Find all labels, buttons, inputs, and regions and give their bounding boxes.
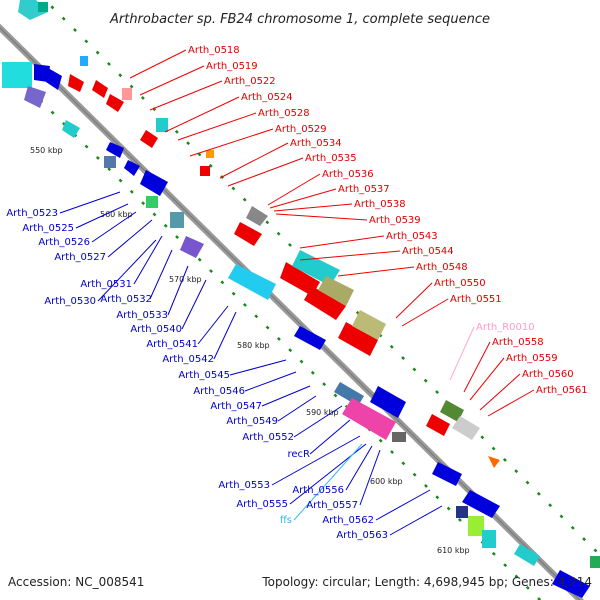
- gene-label: Arth_0548: [416, 262, 468, 273]
- gene-label: Arth_0543: [386, 231, 438, 242]
- gene-label: Arth_0530: [44, 296, 96, 307]
- leader-lines-right: [129, 49, 535, 417]
- gene-labels-right: Arth_0518 Arth_0519 Arth_0522 Arth_0524 …: [188, 45, 588, 396]
- gene-label: Arth_0539: [369, 215, 421, 226]
- gene-label: Arth_0534: [290, 138, 342, 149]
- kbp-label: 560 kbp: [100, 210, 133, 219]
- gene-label: Arth_0549: [226, 416, 278, 427]
- gene-label: Arth_0533: [116, 310, 168, 321]
- gene-label: Arth_0527: [54, 252, 106, 263]
- gene-label: Arth_0535: [305, 153, 357, 164]
- gene-label: Arth_0531: [80, 279, 132, 290]
- gene-label: ffs: [280, 515, 292, 526]
- gene-label: Arth_0545: [178, 370, 230, 381]
- gene-label: Arth_0560: [522, 369, 574, 380]
- gene-label: Arth_0550: [434, 278, 486, 289]
- gene-label: Arth_0542: [162, 354, 214, 365]
- gene-label: Arth_0551: [450, 294, 502, 305]
- gene-label: Arth_0559: [506, 353, 558, 364]
- gene-label: Arth_0532: [100, 294, 152, 305]
- gene-labels-left: Arth_0523 Arth_0525 Arth_0526 Arth_0527 …: [6, 208, 388, 541]
- gene-label: Arth_0562: [322, 515, 374, 526]
- gene-label: Arth_0555: [236, 499, 288, 510]
- kbp-label: 550 kbp: [30, 146, 63, 155]
- gene-label: Arth_0561: [536, 385, 588, 396]
- gene-label: Arth_0538: [354, 199, 406, 210]
- gene-label: Arth_0537: [338, 184, 390, 195]
- kbp-label: 570 kbp: [169, 275, 202, 284]
- kbp-label: 590 kbp: [306, 408, 339, 417]
- gene-label: Arth_0519: [206, 61, 258, 72]
- chromosome-backbone-edge: [0, 27, 581, 600]
- chromosome-backbone: [0, 23, 585, 600]
- gene-label: Arth_0523: [6, 208, 58, 219]
- gene-label: recR: [288, 449, 311, 460]
- gene-label: Arth_R0010: [476, 322, 535, 333]
- gene-label: Arth_0556: [292, 485, 344, 496]
- kbp-scale: 550 kbp 560 kbp 570 kbp 580 kbp 590 kbp …: [30, 146, 470, 555]
- gene-label: Arth_0552: [242, 432, 294, 443]
- gene-label: Arth_0526: [38, 237, 90, 248]
- gene-label: Arth_0524: [241, 92, 293, 103]
- gene-label: Arth_0541: [146, 339, 198, 350]
- topology-text: Topology: circular; Length: 4,698,945 bp…: [261, 575, 592, 589]
- kbp-label: 600 kbp: [370, 477, 403, 486]
- gene-label: Arth_0547: [210, 401, 262, 412]
- gene-label: Arth_0536: [322, 169, 374, 180]
- gene-label: Arth_0529: [275, 124, 327, 135]
- gene-label: Arth_0546: [193, 386, 245, 397]
- kbp-label: 580 kbp: [237, 341, 270, 350]
- gene-label: Arth_0558: [492, 337, 544, 348]
- map-title: Arthrobacter sp. FB24 chromosome 1, comp…: [109, 12, 490, 27]
- gene-label: Arth_0528: [258, 108, 310, 119]
- gene-label: Arth_0518: [188, 45, 240, 56]
- kbp-label: 610 kbp: [437, 546, 470, 555]
- gene-label: Arth_0525: [22, 223, 74, 234]
- gene-label: Arth_0557: [306, 500, 358, 511]
- gene-label: Arth_0540: [130, 324, 182, 335]
- gene-label: Arth_0544: [402, 246, 454, 257]
- gene-label: Arth_0563: [336, 530, 388, 541]
- gene-label: Arth_0522: [224, 76, 276, 87]
- gene-label: Arth_0553: [218, 480, 270, 491]
- leader-lines-left: [59, 191, 443, 536]
- accession-text: Accession: NC_008541: [8, 575, 144, 589]
